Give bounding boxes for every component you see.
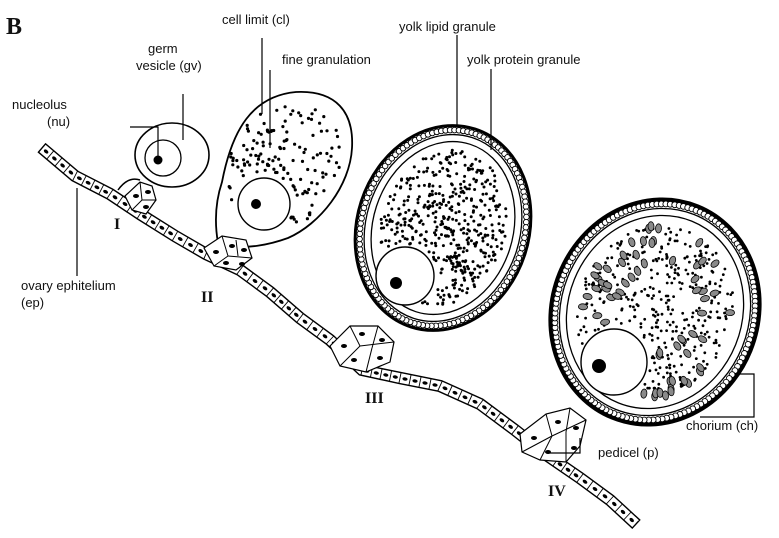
- nucleolus-label-line1: nucleolus: [12, 97, 67, 112]
- yolk-protein-granule-label: yolk protein granule: [467, 52, 580, 67]
- oocyte-stage-1: [118, 123, 209, 214]
- chorium-label: chorium (ch): [686, 418, 758, 433]
- germ-vesicle-3: [376, 247, 434, 305]
- fine-granulation-label: fine granulation: [282, 52, 371, 67]
- germ-vesicle-2: [238, 178, 290, 230]
- stalk-cells-2: [204, 236, 252, 270]
- oocyte-stage-2: [204, 92, 352, 270]
- oocyte-stage-3: [329, 103, 557, 372]
- nucleolus-4: [592, 359, 606, 373]
- germ-vesicle-label-line2: vesicle (gv): [136, 58, 202, 73]
- ovary-epithelium-label-line2: (ep): [21, 295, 44, 310]
- nucleolus-label-line2: (nu): [47, 114, 70, 129]
- panel-letter: B: [6, 14, 22, 40]
- germ-vesicle-4: [581, 329, 647, 395]
- stage-label-3: III: [365, 390, 384, 407]
- cell-limit-label: cell limit (cl): [222, 12, 290, 27]
- germ-vesicle-1: [145, 140, 181, 176]
- stalk-cells-3: [330, 326, 394, 372]
- stage-label-4: IV: [548, 483, 566, 500]
- germ-vesicle-label-line1: germ: [148, 41, 178, 56]
- ovary-epithelium-label-line1: ovary ephitelium: [21, 278, 116, 293]
- stage-label-1: I: [114, 216, 120, 233]
- nucleolus-3: [390, 277, 402, 289]
- nucleolus-2: [251, 199, 261, 209]
- yolk-lipid-granule-label: yolk lipid granule: [399, 19, 496, 34]
- stage-label-2: II: [201, 289, 213, 306]
- pedicel-label: pedicel (p): [598, 445, 659, 460]
- pedicel-cells: [520, 408, 586, 462]
- nucleolus-1: [154, 156, 163, 165]
